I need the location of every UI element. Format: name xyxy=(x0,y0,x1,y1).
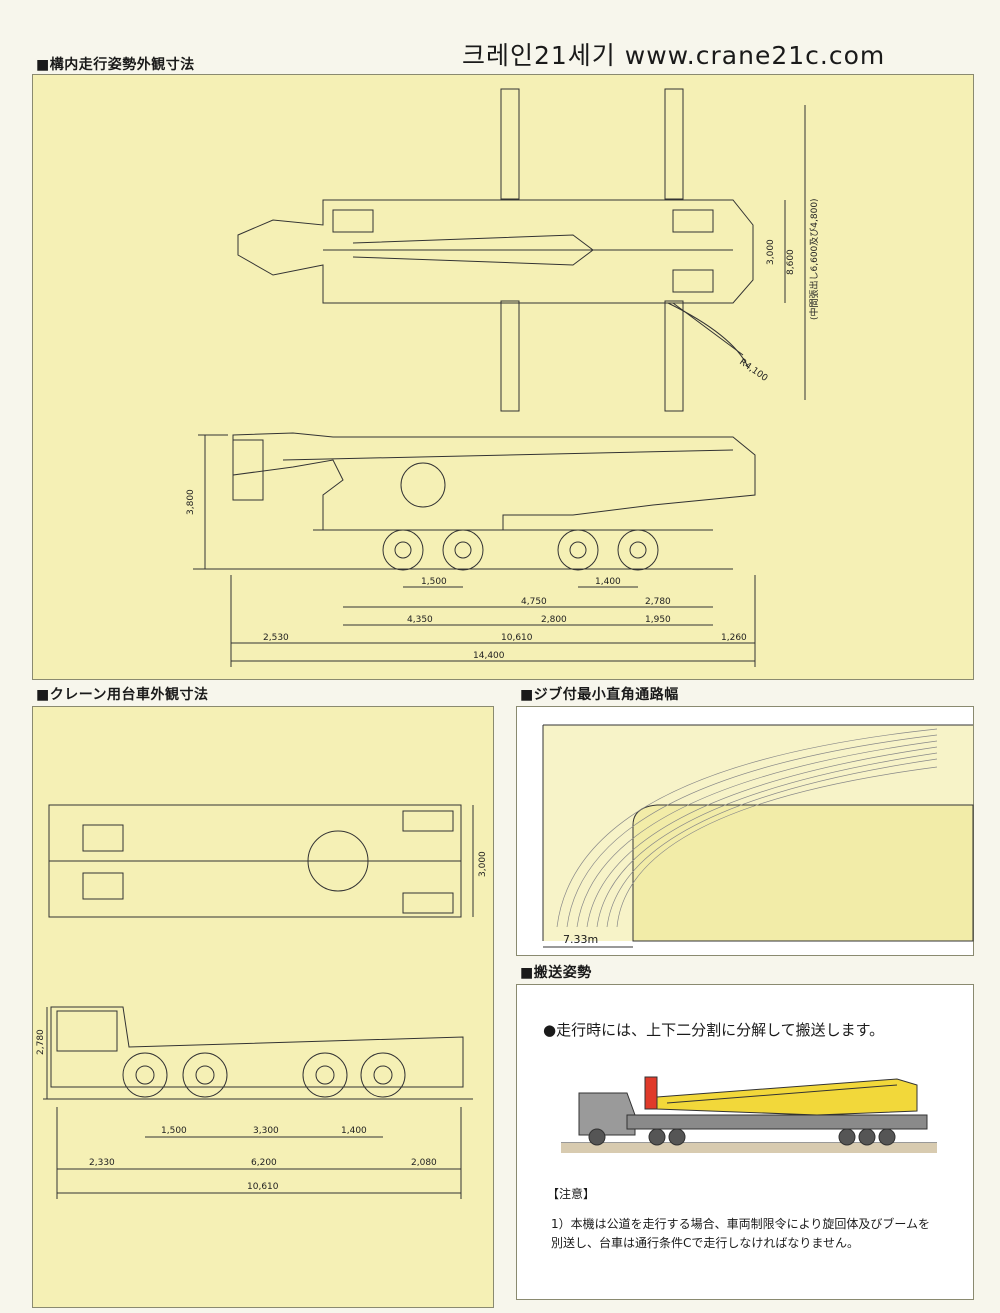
side-row3-c: 1,950 xyxy=(645,615,671,625)
side-row2-b: 2,780 xyxy=(645,597,671,607)
transport-note-title: 【注意】 xyxy=(547,1187,596,1201)
transport-panel: ●走行時には、上下二分割に分解して搬送します。 【注意】 1）本機は公道を走行す… xyxy=(516,984,974,1300)
carrier-row1-b: 3,300 xyxy=(253,1126,279,1136)
carrier-row2-b: 6,200 xyxy=(251,1158,277,1168)
side-row3-b: 2,800 xyxy=(541,615,567,625)
brand-header: 크레인21세기 www.crane21c.com xyxy=(462,41,886,70)
section-title-transport: ■搬送姿勢 xyxy=(520,965,592,981)
side-row2-a: 4,750 xyxy=(521,597,547,607)
jib-width-value: 7.33m xyxy=(563,933,599,946)
carrier-dims-panel: 3,000 2,780 1,500 3,300 1,400 2,330 6,20… xyxy=(32,706,494,1308)
carrier-plan-width: 3,000 xyxy=(478,851,488,877)
carrier-row1-a: 1,500 xyxy=(161,1126,187,1136)
plan-width-sub: (中間張出し6,600及び4,800) xyxy=(808,198,820,320)
carrier-row2-c: 2,080 xyxy=(411,1158,437,1168)
side-height: 3,800 xyxy=(186,489,196,515)
plan-radius: R4,100 xyxy=(737,357,769,384)
side-row3-a: 4,350 xyxy=(407,615,433,625)
section-title-travel-dims: ■構内走行姿勢外観寸法 xyxy=(36,57,195,73)
jib-width-panel: 7.33m xyxy=(516,706,974,956)
plan-body-width: 3,000 xyxy=(766,239,776,265)
carrier-height: 2,780 xyxy=(36,1029,46,1055)
plan-width-total: 8,600 xyxy=(786,249,796,275)
side-row4-c: 1,260 xyxy=(721,633,747,643)
side-total: 14,400 xyxy=(473,651,505,661)
carrier-row1-c: 1,400 xyxy=(341,1126,367,1136)
carrier-dims-drawing xyxy=(43,804,474,1199)
transport-note-body: 1）本機は公道を走行する場合、車両制限令により旋回体及びブームを別送し、台車は通… xyxy=(551,1217,931,1250)
side-row1-a: 1,500 xyxy=(421,577,447,587)
transport-bullet: ●走行時には、上下二分割に分解して搬送します。 xyxy=(543,1021,885,1039)
side-row4-a: 2,530 xyxy=(263,633,289,643)
side-row1-b: 1,400 xyxy=(595,577,621,587)
carrier-row2-a: 2,330 xyxy=(89,1158,115,1168)
side-row4-b: 10,610 xyxy=(501,633,533,643)
travel-dims-drawing xyxy=(193,88,806,667)
carrier-total: 10,610 xyxy=(247,1182,279,1192)
transport-illustration xyxy=(561,1076,937,1153)
travel-dims-panel: 8,600 (中間張出し6,600及び4,800) 3,000 R4,100 3… xyxy=(32,74,974,680)
jib-width-drawing xyxy=(542,724,974,948)
section-title-carrier-dims: ■クレーン用台車外観寸法 xyxy=(36,687,209,703)
section-title-jib-width: ■ジブ付最小直角通路幅 xyxy=(520,687,679,703)
